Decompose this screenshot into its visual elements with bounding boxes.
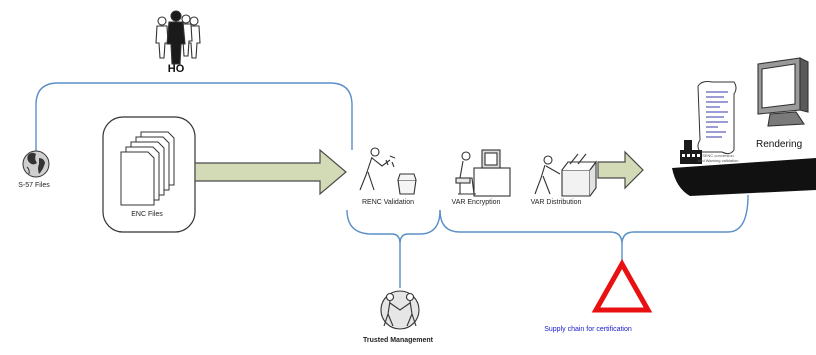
globe-icon — [22, 150, 50, 178]
rendering-label: Rendering — [756, 139, 803, 150]
computer-operator-icon — [455, 149, 511, 197]
document-stack-icon — [120, 131, 175, 206]
people-group-icon — [155, 10, 201, 65]
senc-line-2: And Warning validation — [697, 158, 739, 163]
var-encryption-label: VAR Encryption — [451, 199, 501, 206]
senc-conversion-label: SENC conversion And Warning validation — [698, 153, 739, 163]
packing-icon — [534, 153, 598, 197]
s57-files-label: S-57 Files — [18, 182, 50, 189]
ho-label: HO — [167, 63, 185, 75]
scroll-document-icon — [697, 81, 737, 155]
monitor-icon — [757, 57, 809, 127]
ship-icon — [672, 140, 816, 196]
connector-s57-to-ho — [35, 82, 353, 152]
connector-renc-to-trusted — [346, 209, 441, 245]
enc-files-label: ENC Files — [131, 211, 163, 218]
handshake-icon — [380, 290, 420, 330]
main-flow-arrow — [194, 148, 347, 196]
senc-line-1: SENC conversion — [702, 153, 734, 158]
supply-chain-label: Supply chain for certification — [544, 326, 632, 333]
trusted-management-label: Trusted Management — [362, 337, 434, 344]
connectors — [35, 82, 749, 288]
distribution-arrow — [597, 150, 644, 190]
worker-icon — [359, 147, 417, 195]
var-distribution-label: VAR Distribution — [530, 199, 582, 206]
warning-triangle-icon — [591, 258, 653, 313]
renc-validation-label: RENC Validation — [361, 199, 415, 206]
